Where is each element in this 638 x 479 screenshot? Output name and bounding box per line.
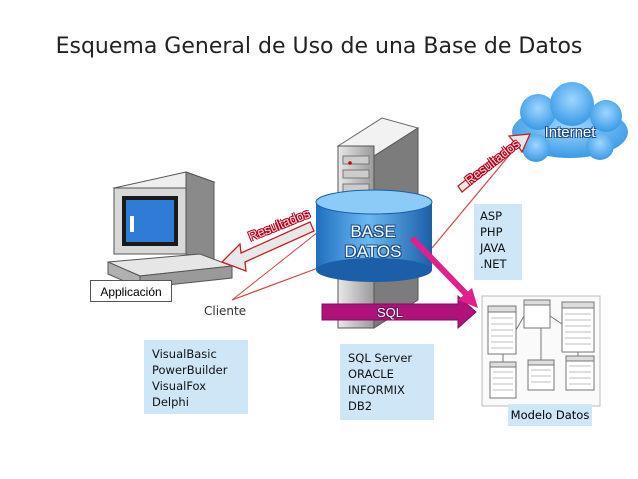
list-item: VisualFox [152, 379, 207, 393]
database-label-line1: BASE [350, 222, 396, 241]
web-languages-box: ASP PHP JAVA .NET [474, 204, 522, 280]
list-item: .NET [480, 257, 507, 271]
results-to-client-arrow [220, 221, 315, 272]
list-item: SQL Server [348, 351, 413, 365]
list-item: Delphi [152, 395, 189, 409]
list-item: JAVA [480, 241, 506, 255]
sql-arrow [321, 294, 477, 330]
data-model-label: Modelo Datos [508, 404, 592, 426]
diagram-title: Esquema General de Uso de una Base de Da… [55, 34, 583, 59]
database-label-line2: DATOS [344, 242, 402, 261]
client-label: Cliente [204, 304, 247, 318]
list-item: ORACLE [348, 367, 394, 381]
list-item: PHP [480, 225, 503, 239]
list-item: PowerBuilder [152, 363, 228, 377]
list-item: INFORMIX [348, 383, 405, 397]
connection-lines [231, 139, 523, 301]
internet-cloud-icon [512, 82, 628, 162]
database-cylinder-icon [315, 189, 433, 282]
data-model-diagram-icon [481, 295, 601, 407]
list-item: ASP [480, 209, 503, 223]
db-to-model-arrow [409, 235, 478, 308]
db-engines-box: SQL Server ORACLE INFORMIX DB2 [340, 344, 434, 420]
client-computer-icon [107, 171, 233, 289]
database-label: BASE DATOS [318, 222, 428, 262]
internet-label: Internet [544, 124, 596, 141]
results-to-internet-arrow [457, 133, 532, 193]
application-label: Applicación [90, 280, 172, 302]
dev-tools-box: VisualBasic PowerBuilder VisualFox Delph… [144, 340, 248, 414]
list-item: DB2 [348, 399, 373, 413]
sql-label: SQL [376, 305, 403, 320]
list-item: VisualBasic [152, 347, 217, 361]
